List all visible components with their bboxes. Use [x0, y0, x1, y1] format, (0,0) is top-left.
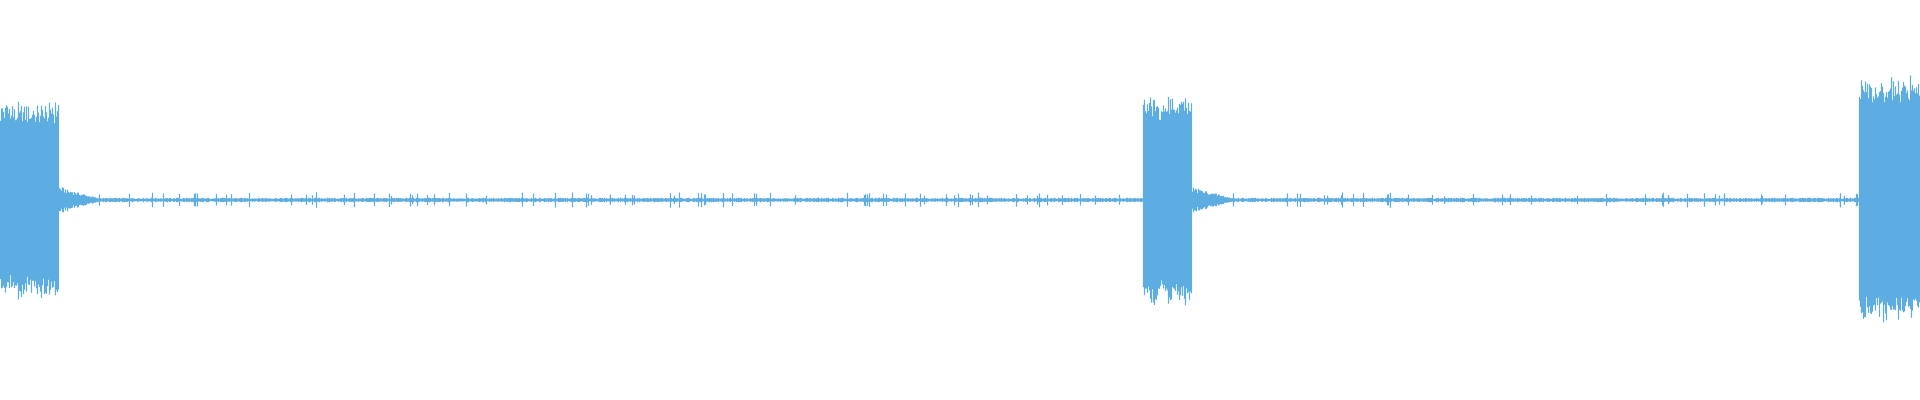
waveform-trace — [0, 75, 1920, 323]
